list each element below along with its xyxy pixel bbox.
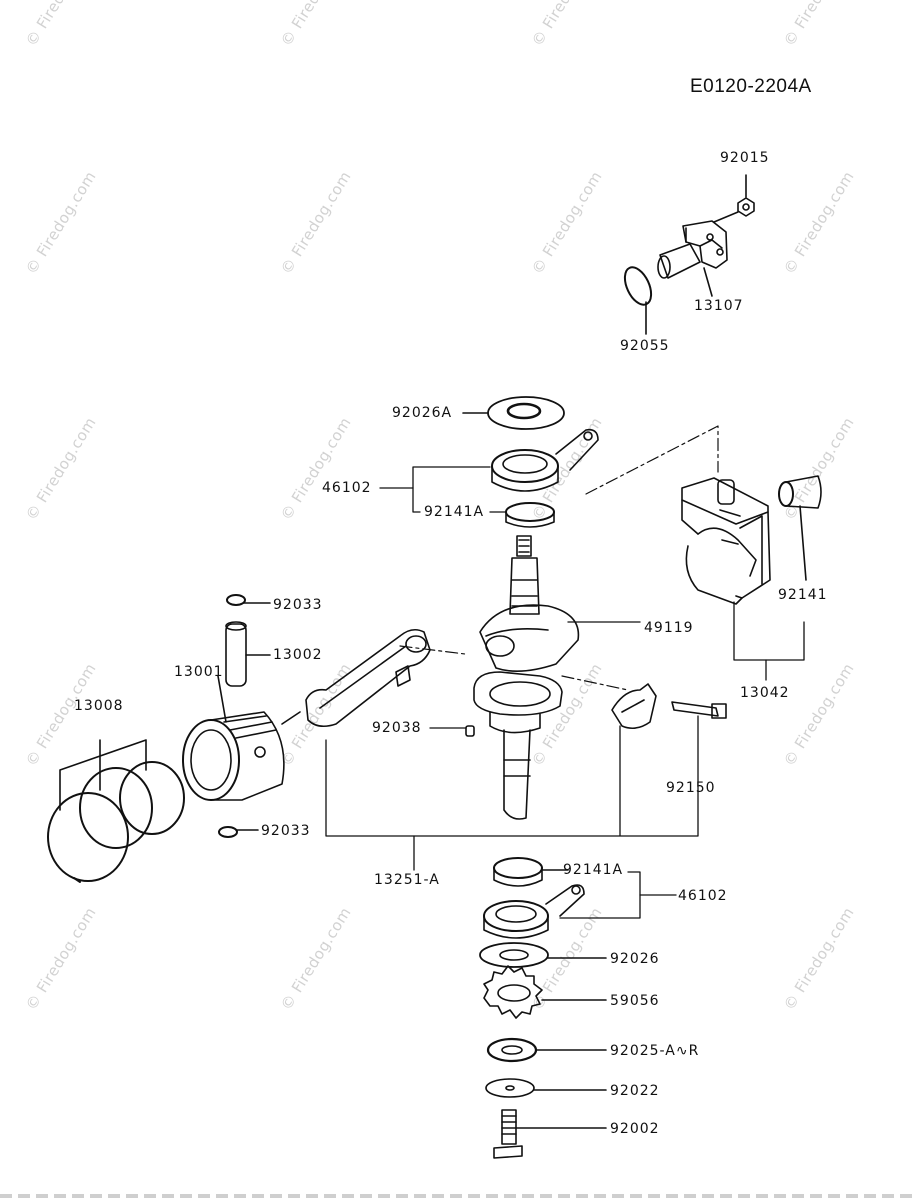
part-label-13251-A: 13251-A (374, 872, 440, 888)
diagram-code: E0120-2204A (690, 76, 812, 97)
washer-92026 (479, 942, 607, 968)
part-label-13042: 13042 (740, 685, 790, 701)
part-label-13107: 13107 (694, 298, 744, 314)
part-label-92026: 92026 (610, 951, 660, 967)
washer-92026A (462, 396, 565, 430)
bottom-divider (0, 1194, 917, 1198)
part-label-92150: 92150 (666, 780, 716, 796)
part-label-46102-lower: 46102 (678, 888, 728, 904)
balancer-46102-upper (491, 428, 599, 492)
balancer-weight-13042 (681, 477, 771, 605)
part-label-92002: 92002 (610, 1121, 660, 1137)
bushing-92141 (778, 475, 822, 581)
bearing-92141A-upper (505, 502, 555, 528)
part-label-92026A: 92026A (392, 405, 453, 421)
crankshaft-49119 (473, 535, 580, 820)
rod-cap (611, 683, 657, 730)
part-label-92015: 92015 (720, 150, 770, 166)
o-ring-92055 (623, 266, 653, 335)
governor-shaft-13107 (657, 220, 728, 279)
gear-59056 (483, 965, 607, 1019)
washer-92022 (485, 1078, 607, 1098)
part-label-49119: 49119 (644, 620, 694, 636)
washer-92025 (486, 1037, 607, 1063)
bolt-92150 (671, 701, 727, 719)
piston-13001 (182, 675, 285, 801)
part-label-92141A-upper: 92141A (424, 504, 485, 520)
part-label-13008: 13008 (74, 698, 124, 714)
connecting-rod (281, 628, 431, 728)
part-label-13002: 13002 (273, 647, 323, 663)
part-label-92033-top: 92033 (273, 597, 323, 613)
piston-pin-13002 (225, 621, 271, 687)
part-label-92025: 92025-A∿R (610, 1043, 700, 1059)
part-label-92141: 92141 (778, 587, 828, 603)
part-label-92022: 92022 (610, 1083, 660, 1099)
part-label-92038: 92038 (372, 720, 422, 736)
balancer-46102-lower (483, 884, 585, 939)
bolt-92002 (493, 1109, 607, 1159)
bearing-92141A-lower (493, 857, 569, 887)
part-label-92055: 92055 (620, 338, 670, 354)
part-label-13001: 13001 (174, 664, 224, 680)
nut-92015 (713, 174, 755, 223)
part-label-59056: 59056 (610, 993, 660, 1009)
part-label-92141A-lower: 92141A (563, 862, 624, 878)
piston-rings-13008 (47, 739, 185, 883)
part-label-46102-upper: 46102 (322, 480, 372, 496)
part-label-92033-bottom: 92033 (261, 823, 311, 839)
